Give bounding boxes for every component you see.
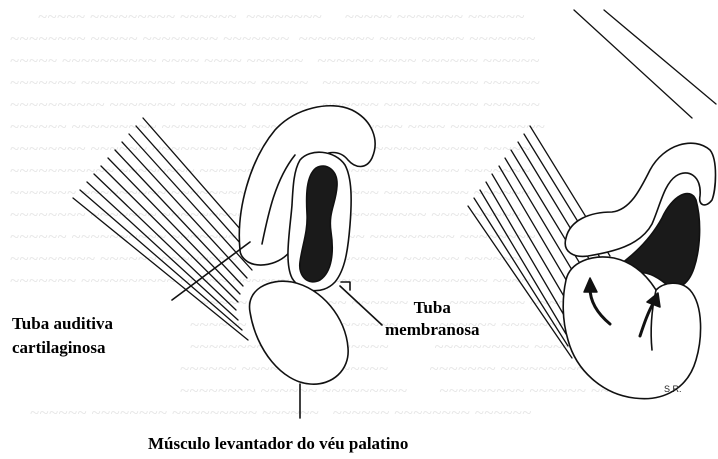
right-upper-fibers bbox=[574, 10, 716, 118]
label-musculo-levantador: Músculo levantador do véu palatino bbox=[148, 434, 408, 454]
label-tuba-membranosa: Tuba membranosa bbox=[385, 298, 479, 340]
right-drawing-open-tube bbox=[468, 10, 716, 399]
membranosa-leader-line bbox=[340, 286, 382, 325]
label-tuba-auditiva-cartilaginosa: Tuba auditiva cartilaginosa bbox=[12, 314, 113, 358]
label-tuba-auditiva-line1: Tuba auditiva bbox=[12, 314, 113, 334]
label-tuba-membranosa-line2: membranosa bbox=[385, 320, 479, 340]
label-tuba-membranosa-line1: Tuba bbox=[385, 298, 479, 318]
left-muscle-fibers bbox=[73, 118, 262, 340]
artist-signature: S.R. bbox=[664, 384, 682, 394]
left-drawing-closed-tube bbox=[73, 106, 382, 418]
label-tuba-auditiva-line2: cartilaginosa bbox=[12, 338, 113, 358]
left-levator-muscle bbox=[250, 281, 349, 384]
